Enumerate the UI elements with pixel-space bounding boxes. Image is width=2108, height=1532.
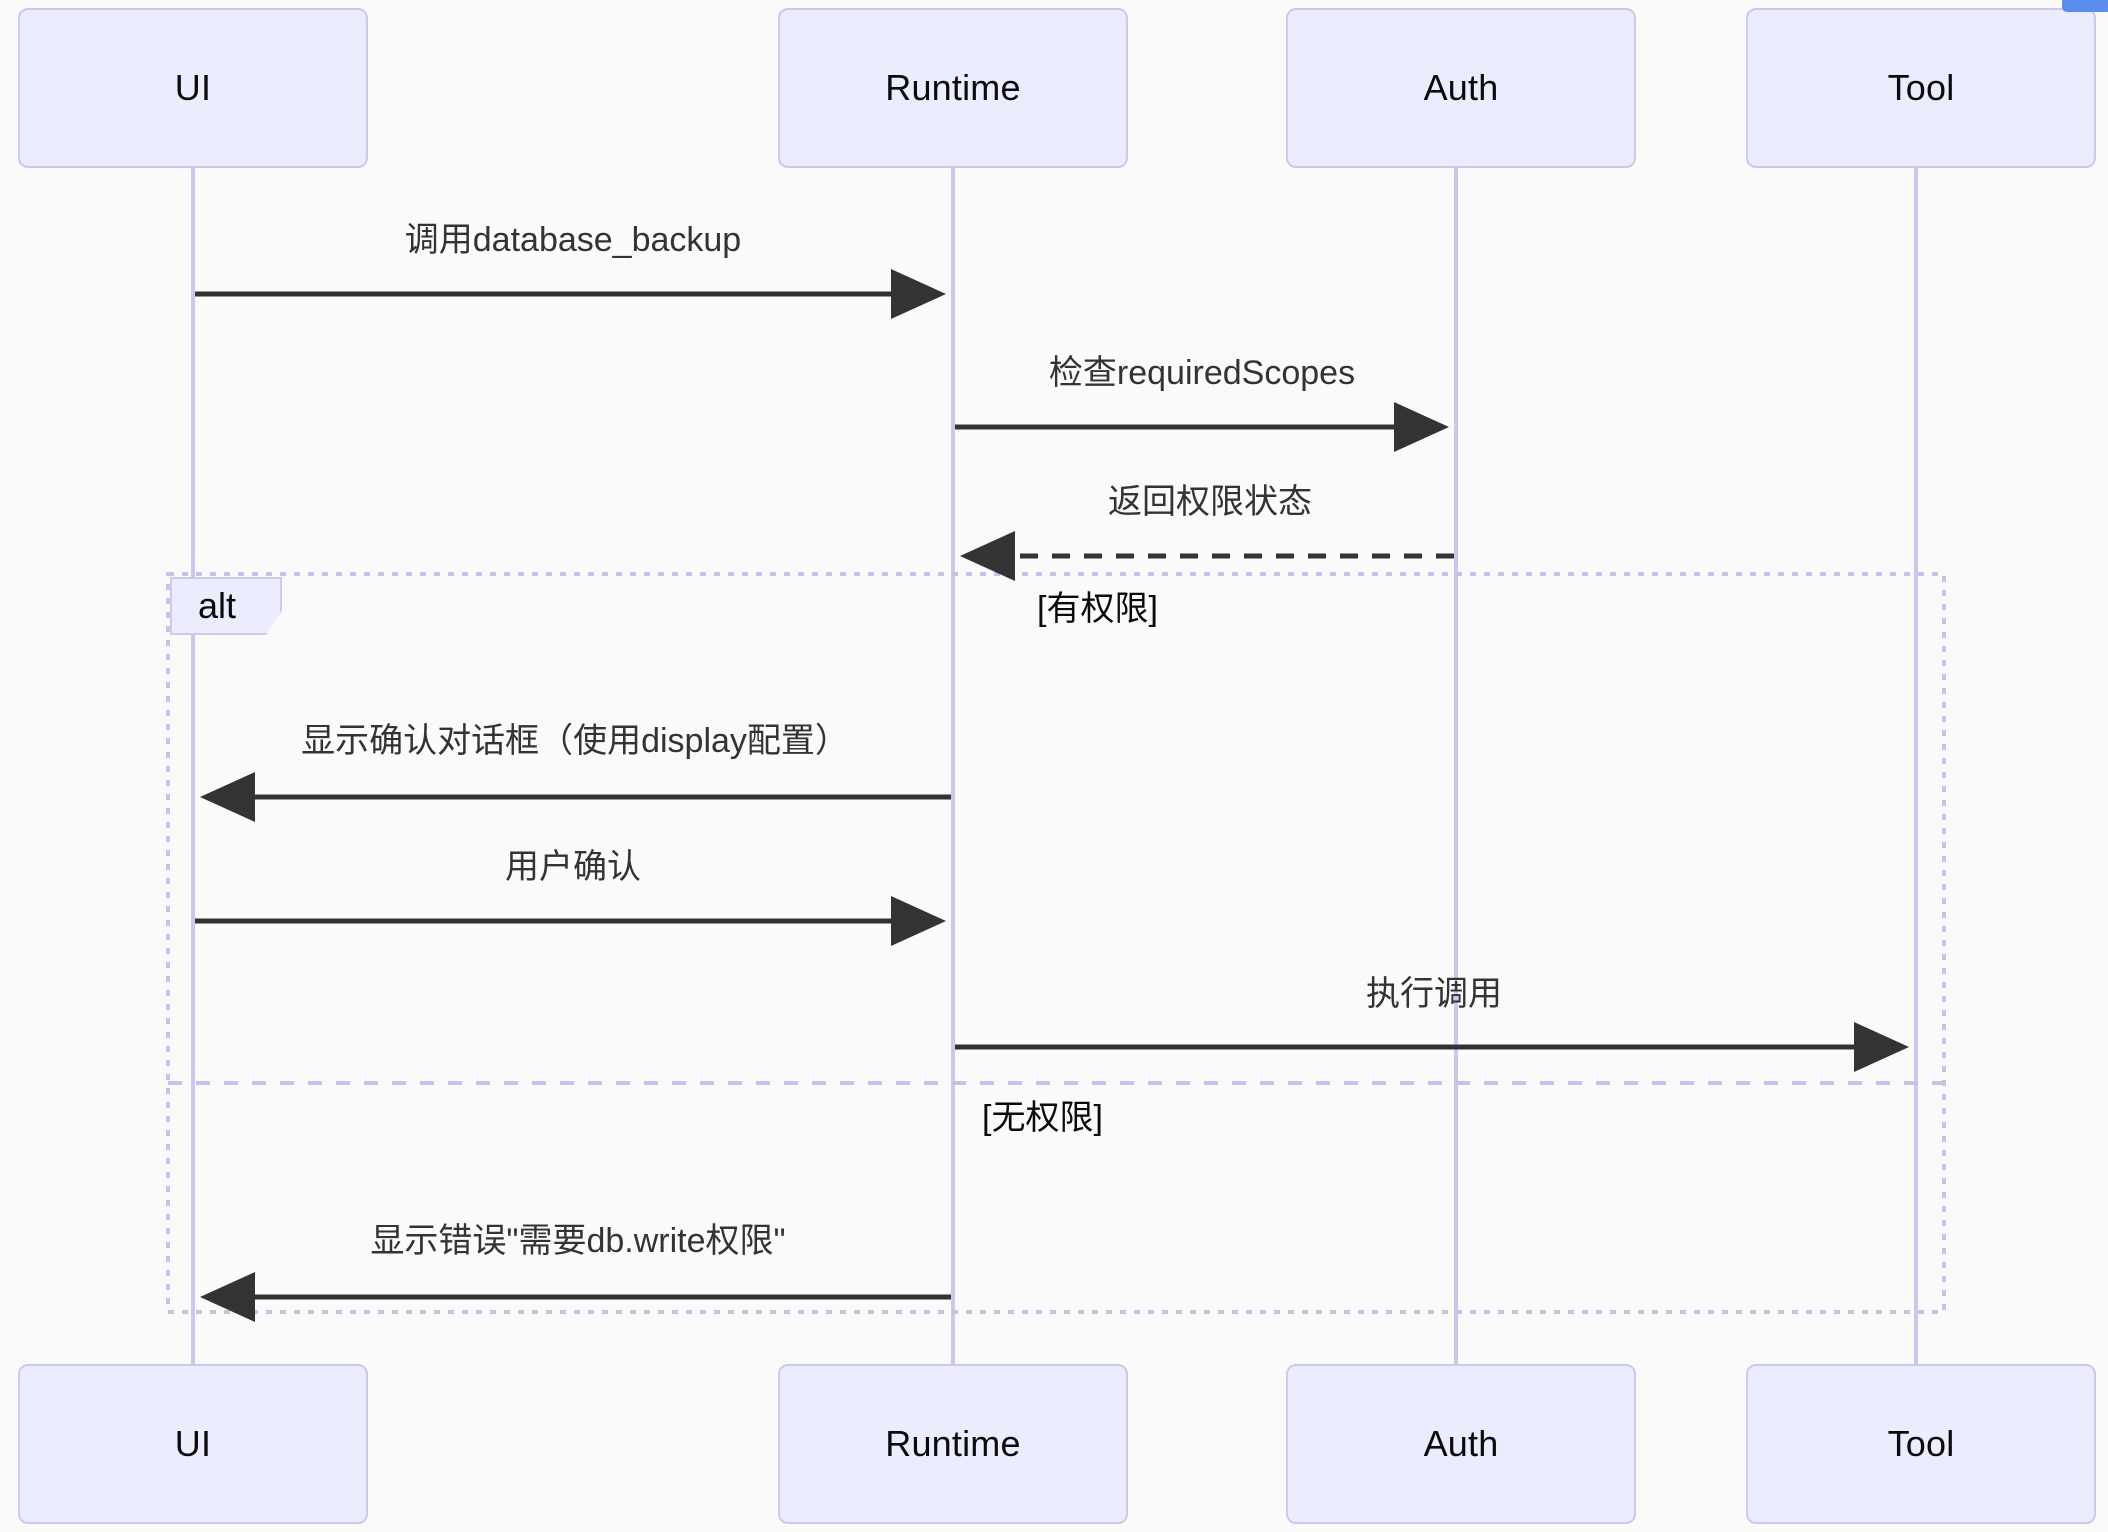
participant-top-tool[interactable]: Tool <box>1746 8 2096 168</box>
message-label-execute-call: 执行调用 <box>1366 975 1502 1013</box>
alt-fragment-frame <box>166 572 1946 1314</box>
alt-branch-condition-1: [有权限] <box>1037 590 1158 628</box>
participant-label: Runtime <box>885 1423 1021 1464</box>
participant-label: Tool <box>1887 67 1955 108</box>
participant-top-auth[interactable]: Auth <box>1286 8 1636 168</box>
message-arrows <box>195 269 1909 1322</box>
participant-label: UI <box>174 67 212 108</box>
message-label-show-confirm-dialog: 显示确认对话框（使用display配置） <box>301 722 849 760</box>
participant-top-runtime[interactable]: Runtime <box>778 8 1128 168</box>
participant-label: Tool <box>1887 1423 1955 1464</box>
lifelines <box>191 168 1918 1366</box>
alt-fragment-tag: alt <box>170 577 282 635</box>
alt-keyword-label: alt <box>198 585 237 626</box>
participant-bottom-runtime[interactable]: Runtime <box>778 1364 1128 1524</box>
participant-label: Runtime <box>885 67 1021 108</box>
participant-bottom-auth[interactable]: Auth <box>1286 1364 1636 1524</box>
message-label-return-permission-state: 返回权限状态 <box>1108 483 1312 521</box>
message-label-call-database-backup: 调用database_backup <box>404 221 742 259</box>
message-label-check-required-scopes: 检查requiredScopes <box>1048 354 1356 392</box>
participant-top-ui[interactable]: UI <box>18 8 368 168</box>
participant-bottom-ui[interactable]: UI <box>18 1364 368 1524</box>
message-label-user-confirm: 用户确认 <box>505 848 641 886</box>
participant-label: UI <box>174 1423 212 1464</box>
participant-label: Auth <box>1423 67 1499 108</box>
participant-label: Auth <box>1423 1423 1499 1464</box>
alt-branch-condition-2: [无权限] <box>982 1099 1103 1137</box>
message-label-show-error: 显示错误"需要db.write权限" <box>370 1222 786 1260</box>
participant-bottom-tool[interactable]: Tool <box>1746 1364 2096 1524</box>
floating-action-chip[interactable] <box>2062 0 2108 12</box>
